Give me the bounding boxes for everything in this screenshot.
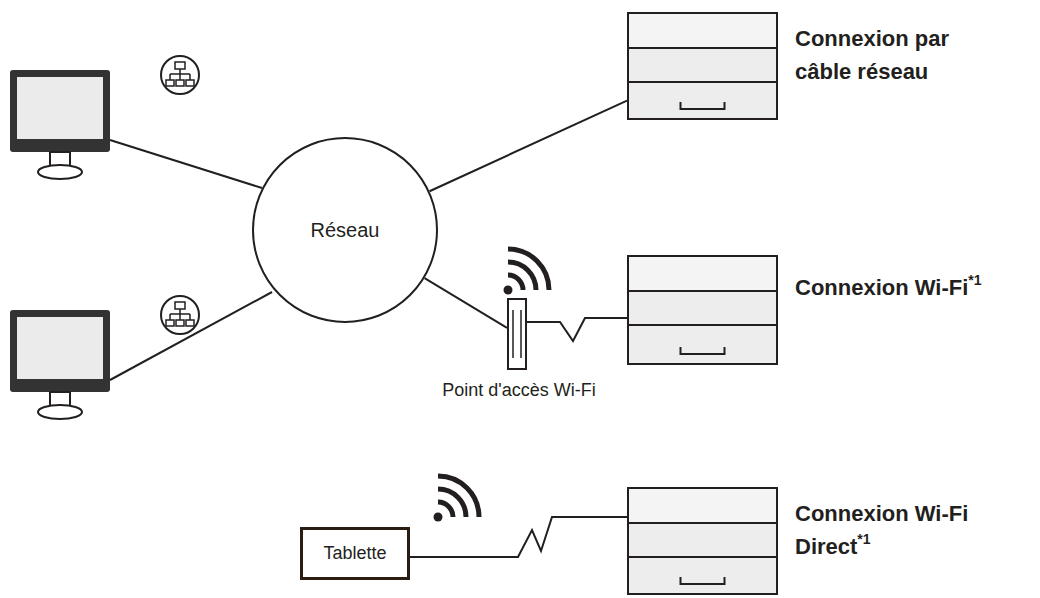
wifi-arc [508,262,536,290]
wireless-link [410,517,627,557]
printer-drawing [627,12,778,120]
network-icon-part [176,320,184,326]
network-icon-part [176,80,184,86]
monitor-frame [10,310,110,392]
network-icon [161,296,199,334]
printer-tray-handle [681,347,725,354]
wireless-link [527,318,627,341]
printer-node: Connexion par câble réseau [627,12,778,120]
printer-body [628,488,777,594]
printer-tray-line [628,556,777,558]
printer-node: Connexion Wi-Fi*1 [627,255,778,365]
access-point: Point d'accès Wi-Fi [507,298,527,370]
wifi-arc [438,489,466,517]
printer-node: Connexion Wi-Fi Direct*1 [627,487,778,595]
cable-line [110,292,272,380]
footnote-mark: *1 [968,272,981,288]
network-icon-part [166,80,174,86]
footnote-mark: *1 [857,531,870,547]
printer-body [628,256,777,364]
network-icon-part [175,62,185,69]
monitor-base [38,165,82,179]
cable-line [430,101,627,192]
wifi-dot [504,286,513,295]
computer-icon [10,310,110,419]
printer-tray-handle [681,102,725,109]
heading-text: Connexion par câble réseau [795,26,949,84]
wifi-symbol [434,476,480,522]
wifi-arc [508,275,523,290]
wifi-arc [508,249,549,290]
network-icon-ring [161,56,199,94]
network-icon-part [170,69,190,80]
network-label: Réseau [311,219,380,242]
wifi-arc [438,502,453,517]
connection-heading: Connexion Wi-Fi Direct*1 [795,497,980,563]
network-icon-part [186,320,194,326]
wifi-arc [438,476,479,517]
printer-tray-line [628,324,777,326]
cable-line [425,278,507,328]
connection-heading: Connexion Wi-Fi*1 [795,271,1025,304]
access-point-line [512,310,514,358]
printer-drawing [627,487,778,595]
connection-heading: Connexion par câble réseau [795,22,980,88]
printer-lid [628,256,777,291]
network-icon [161,56,199,94]
heading-text: Connexion Wi-Fi Direct [795,501,968,559]
monitor-screen [17,317,103,379]
network-icon-part [170,309,190,320]
access-point-label: Point d'accès Wi-Fi [409,380,629,401]
printer-lid [628,13,777,48]
network-icon-ring [161,296,199,334]
printer-tray-handle [681,577,725,584]
access-point-detail [509,300,525,368]
tablet-label: Tablette [323,543,386,564]
printer-drawing [627,255,778,365]
printer-lid [628,488,777,523]
access-point-line [520,310,522,358]
cable-line [110,140,262,188]
monitor-base [38,405,82,419]
tablet-box: Tablette [300,527,410,580]
network-icon-part [175,302,185,309]
network-icon-part [186,80,194,86]
computer-icon [10,70,110,179]
monitor-frame [10,70,110,152]
network-circle: Réseau [252,137,438,323]
network-icon-part [166,320,174,326]
printer-tray-line [628,81,777,83]
printer-body [628,13,777,119]
monitor-screen [17,77,103,139]
heading-text: Connexion Wi-Fi [795,275,968,300]
wifi-symbol [504,249,550,295]
wifi-dot [434,513,443,522]
